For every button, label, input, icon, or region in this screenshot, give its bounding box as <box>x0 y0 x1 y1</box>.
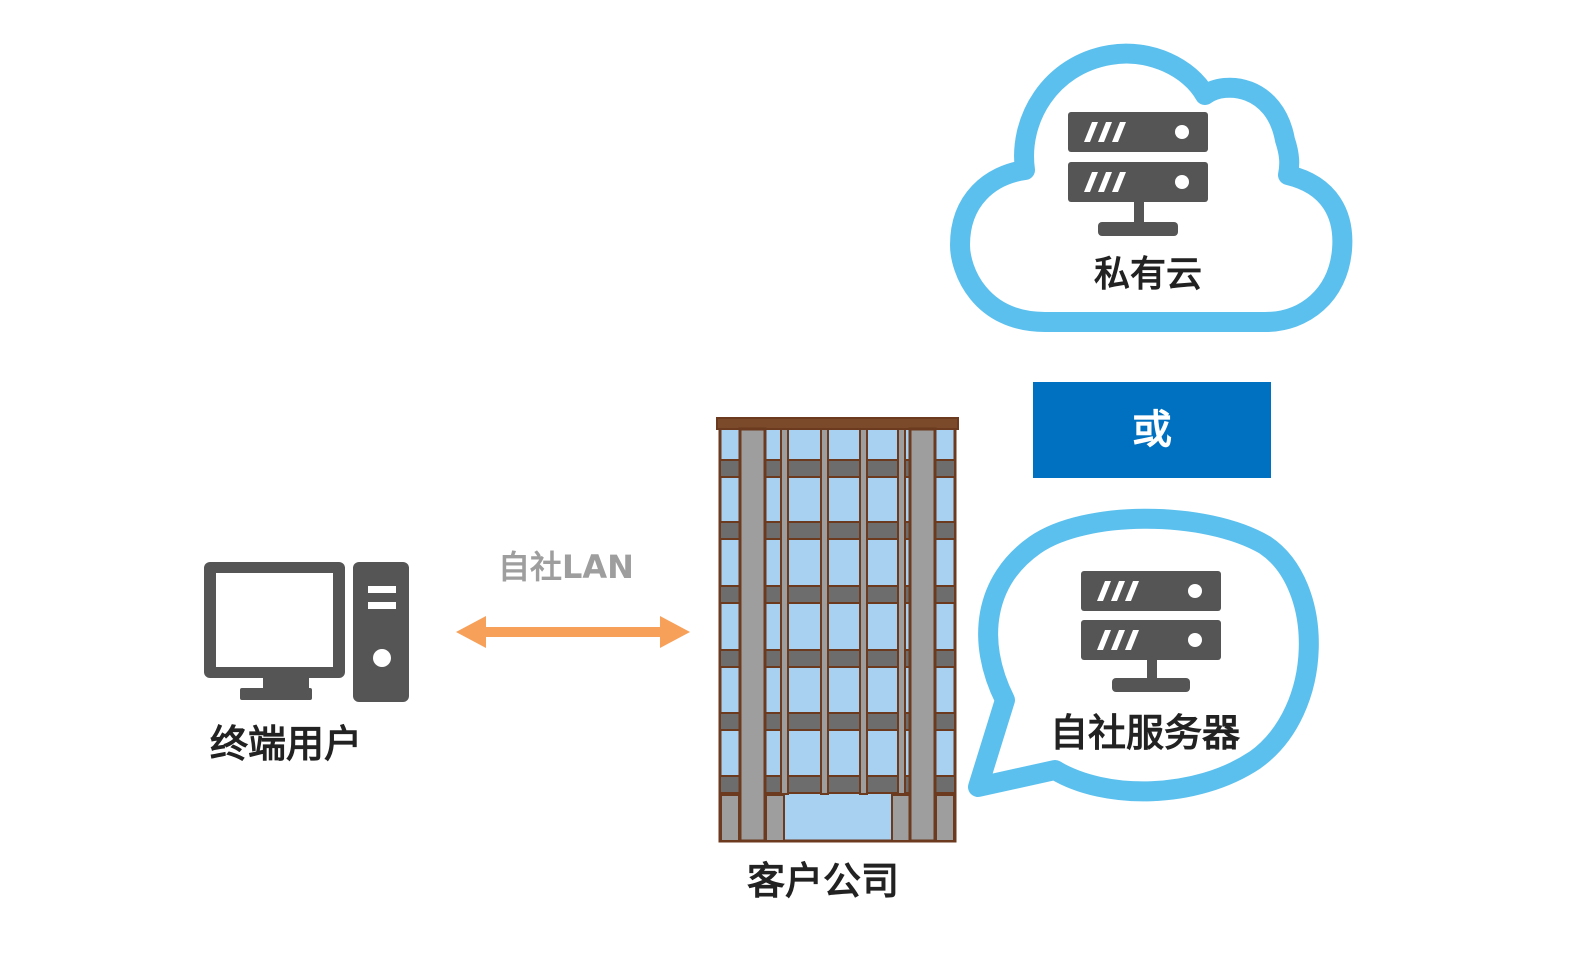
end-user-label: 终端用户 <box>210 722 362 766</box>
private-cloud: 私有云 <box>950 43 1353 332</box>
desktop-computer-icon <box>204 562 409 702</box>
lan-connection: 自社LAN <box>456 548 690 648</box>
cloud-server-icon <box>1068 112 1208 236</box>
private-cloud-label: 私有云 <box>1094 254 1202 295</box>
lan-label: 自社LAN <box>498 548 634 586</box>
server-rack-icon <box>1081 571 1221 692</box>
client-company-label: 客户公司 <box>747 859 899 903</box>
office-building-icon: 客户公司 <box>716 417 959 903</box>
or-label: 或 <box>1132 407 1172 453</box>
bidirectional-arrow-icon <box>456 616 690 648</box>
own-server-label: 自社服务器 <box>1050 711 1241 755</box>
own-server-bubble: 自社服务器 <box>968 508 1319 802</box>
or-box: 或 <box>1033 382 1271 478</box>
end-user: 终端用户 <box>204 562 409 766</box>
